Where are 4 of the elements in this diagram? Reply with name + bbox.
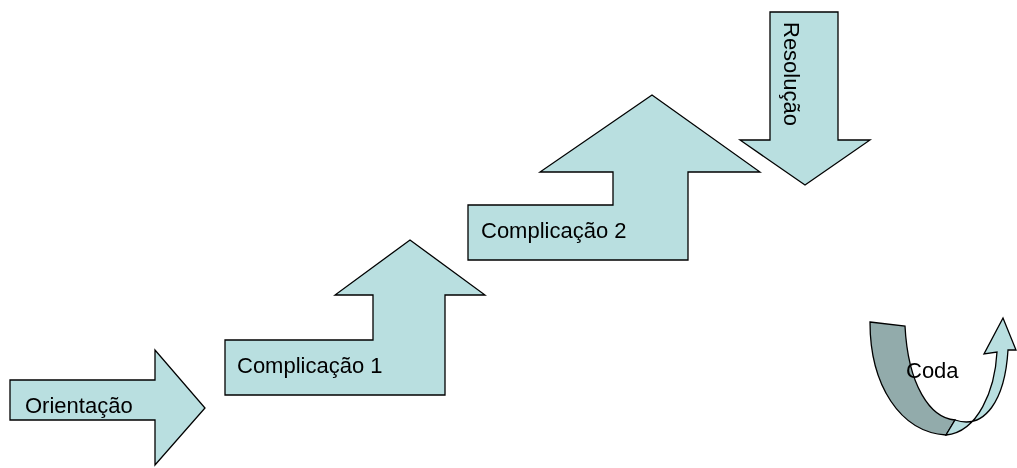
arrow-label: Complicação 1 <box>237 355 383 377</box>
arrow-label: Complicação 2 <box>481 220 627 242</box>
arrow-label: Resolução <box>780 22 802 126</box>
arrow-label: Orientação <box>25 395 133 417</box>
